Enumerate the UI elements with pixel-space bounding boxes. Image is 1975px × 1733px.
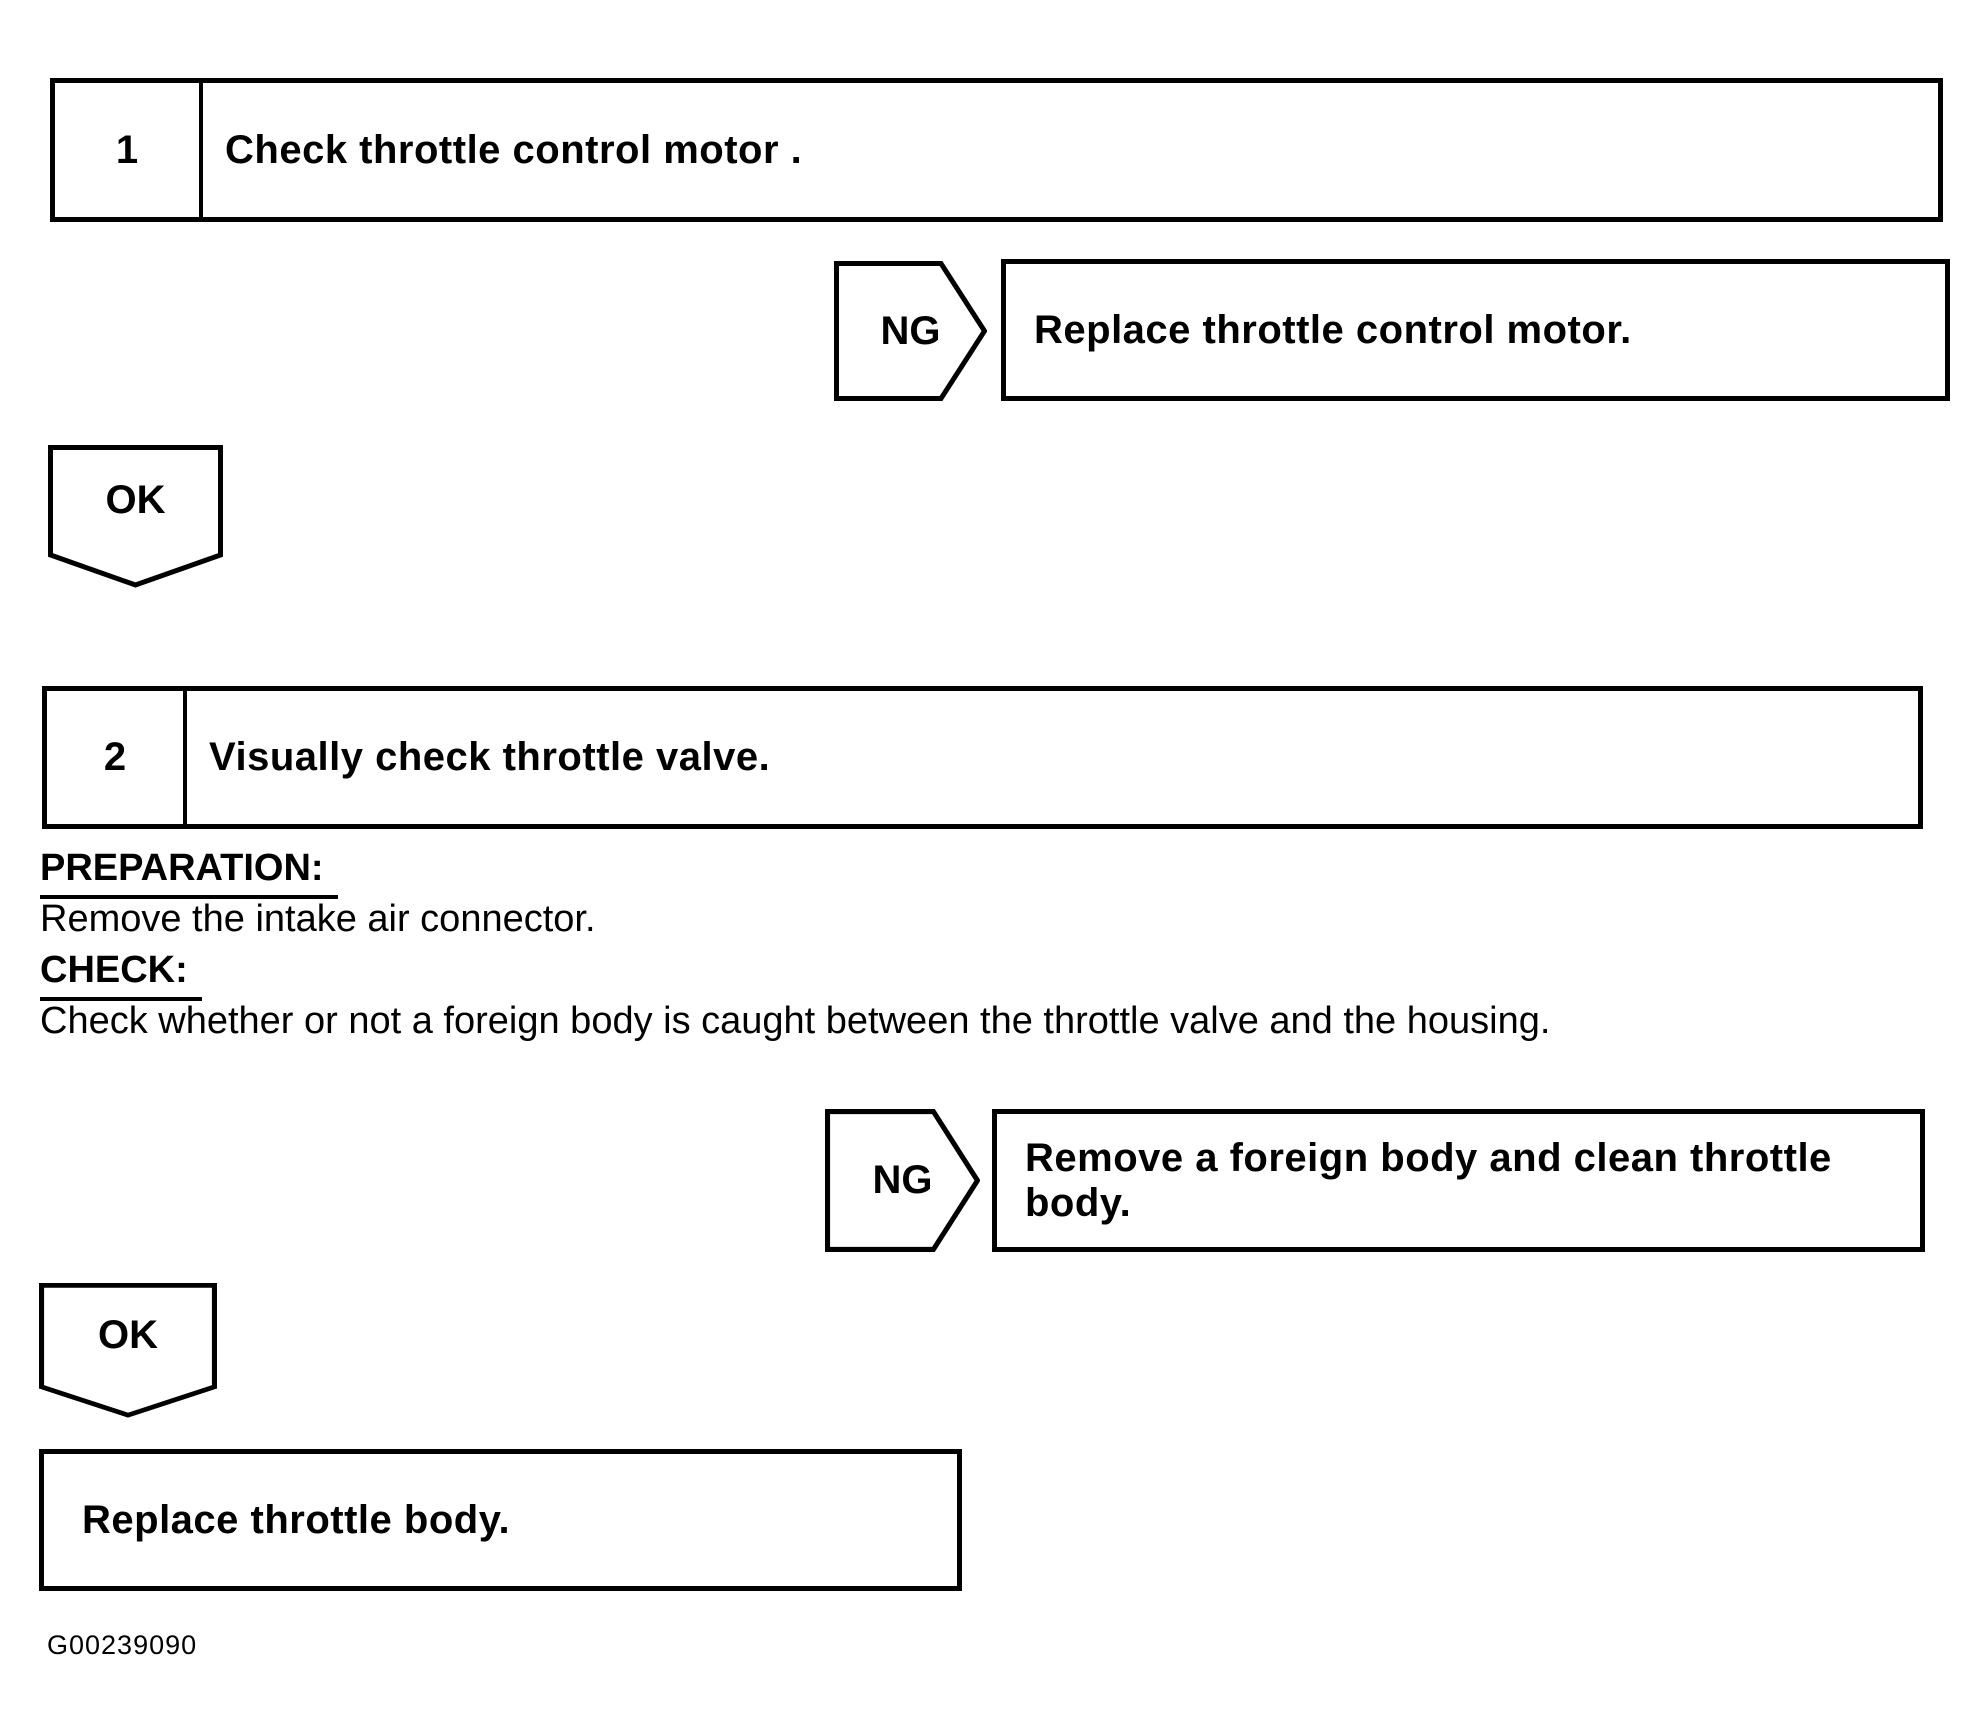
ng-arrow-2-label: NG	[872, 1158, 933, 1202]
ng-pentagon-right-icon	[834, 261, 987, 401]
preparation-text: Remove the intake air connector.	[40, 898, 596, 940]
step-2-details: PREPARATION: Remove the intake air conne…	[40, 847, 1840, 1051]
ok-pentagon-down-icon	[39, 1283, 217, 1418]
figure-id: G00239090	[47, 1630, 198, 1660]
ng-arrow-1: NG	[834, 261, 987, 401]
check-text: Check whether or not a foreign body is c…	[40, 1000, 1551, 1042]
ng-arrow-1-label: NG	[880, 308, 941, 353]
ng-arrow-2: NG	[825, 1109, 980, 1252]
ng-pentagon-right-icon	[825, 1109, 980, 1252]
step-1-title: Check throttle control motor .	[225, 127, 803, 172]
check-heading: CHECK:	[40, 949, 202, 1001]
ok-arrow-2-label: OK	[98, 1313, 158, 1358]
step-2-number: 2	[47, 691, 187, 824]
final-action-box: Replace throttle body.	[39, 1449, 962, 1591]
ng-action-2-box: Remove a foreign body and clean throttle…	[992, 1109, 1925, 1252]
ng-action-1-box: Replace throttle control motor.	[1001, 259, 1950, 401]
step-1-number: 1	[55, 83, 203, 217]
ok-arrow-1: OK	[48, 445, 223, 588]
preparation-heading: PREPARATION:	[40, 847, 338, 899]
ok-pentagon-down-icon	[48, 445, 223, 588]
step-2-title: Visually check throttle valve.	[209, 735, 771, 779]
ok-arrow-2: OK	[39, 1283, 217, 1418]
ok-arrow-1-label: OK	[105, 478, 166, 523]
step-2-box: 2 Visually check throttle valve.	[42, 686, 1923, 829]
step-1-box: 1 Check throttle control motor .	[50, 78, 1943, 222]
